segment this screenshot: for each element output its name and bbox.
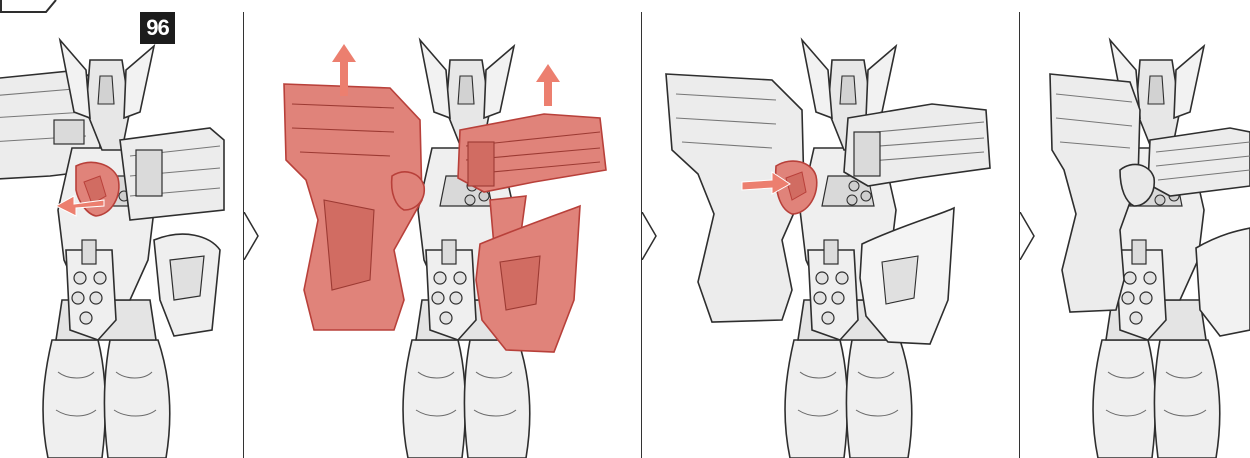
panel-2-remove-armor xyxy=(244,0,641,458)
panel-3-attach-part xyxy=(642,0,1019,458)
arrow-up-icon xyxy=(536,64,560,106)
panel-1-remove-part xyxy=(0,0,243,458)
panel-4-result xyxy=(1020,0,1250,458)
